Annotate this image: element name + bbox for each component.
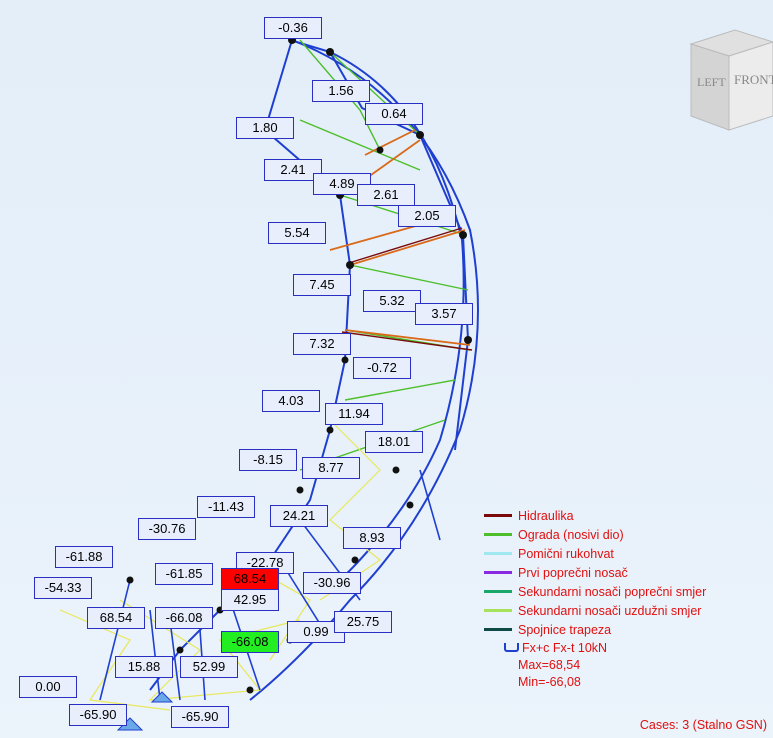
legend: Hidraulika Ograda (nosivi dio) Pomični r…: [484, 506, 706, 690]
legend-label: Sekundarni nosači uzdužni smjer: [518, 603, 702, 618]
support-icon: [116, 691, 174, 731]
result-label: 3.57: [415, 303, 473, 325]
legend-label: Ograda (nosivi dio): [518, 527, 624, 542]
legend-swatch: [484, 590, 512, 593]
result-label: 11.94: [325, 403, 383, 425]
result-label: 2.41: [264, 159, 322, 181]
result-label: 8.77: [302, 457, 360, 479]
result-label: -65.90: [69, 704, 127, 726]
result-label: 1.80: [236, 117, 294, 139]
result-label: 5.54: [268, 222, 326, 244]
result-label: 52.99: [180, 656, 238, 678]
legend-label: Pomični rukohvat: [518, 546, 614, 561]
legend-item: Sekundarni nosači poprečni smjer: [484, 582, 706, 601]
result-label: 2.05: [398, 205, 456, 227]
result-label: -61.85: [155, 563, 213, 585]
result-label: 15.88: [115, 656, 173, 678]
result-label: 4.03: [262, 390, 320, 412]
result-label: -66.08: [155, 607, 213, 629]
legend-swatch: [484, 552, 512, 555]
legend-item: Prvi poprečni nosač: [484, 563, 706, 582]
min-value: Min=-66,08: [518, 674, 581, 689]
force-label: Fx+c Fx-t 10kN: [522, 640, 608, 655]
result-label: -61.88: [55, 546, 113, 568]
result-label: -11.43: [197, 496, 255, 518]
legend-item: Pomični rukohvat: [484, 544, 706, 563]
result-label: 1.56: [312, 80, 370, 102]
legend-label: Prvi poprečni nosač: [518, 565, 628, 580]
legend-label: Sekundarni nosači poprečni smjer: [518, 584, 707, 599]
legend-label: Hidraulika: [518, 508, 574, 523]
result-label: 2.61: [357, 184, 415, 206]
result-label: 0.64: [365, 103, 423, 125]
result-label: 8.93: [343, 527, 401, 549]
min-value-label: -66.08: [221, 631, 279, 653]
result-label: 0.00: [19, 676, 77, 698]
force-diagram-icon: [504, 643, 519, 652]
result-label: 18.01: [365, 431, 423, 453]
legend-swatch: [484, 514, 512, 517]
result-label: -0.36: [264, 17, 322, 39]
force-legend: Fx+c Fx-t 10kN: [484, 639, 706, 656]
legend-item: Sekundarni nosači uzdužni smjer: [484, 601, 706, 620]
result-label: -65.90: [171, 706, 229, 728]
legend-item: Spojnice trapeza: [484, 620, 706, 639]
max-value: Max=68,54: [518, 657, 581, 672]
legend-swatch: [484, 628, 512, 631]
result-label: -8.15: [239, 449, 297, 471]
max-value-label: 68.54: [221, 568, 279, 590]
result-label: 42.95: [221, 589, 279, 611]
viewcube-front-label: FRONT: [734, 72, 773, 87]
result-label: 68.54: [87, 607, 145, 629]
legend-label: Spojnice trapeza: [518, 622, 612, 637]
viewcube-left-label: LEFT: [697, 75, 726, 89]
load-case-indicator: Cases: 3 (Stalno GSN): [639, 718, 767, 732]
result-label: 25.75: [334, 611, 392, 633]
result-label: 24.21: [270, 505, 328, 527]
legend-swatch: [484, 533, 512, 536]
legend-swatch: [484, 609, 512, 612]
legend-item: Ograda (nosivi dio): [484, 525, 706, 544]
result-label: 7.45: [293, 274, 351, 296]
result-label: -54.33: [34, 577, 92, 599]
result-label: 0.99: [287, 621, 345, 643]
legend-item: Hidraulika: [484, 506, 706, 525]
result-label: -30.96: [303, 572, 361, 594]
result-label: -0.72: [353, 357, 411, 379]
result-label: -30.76: [138, 518, 196, 540]
legend-swatch: [484, 571, 512, 574]
result-label: 5.32: [363, 290, 421, 312]
view-cube[interactable]: LEFT FRONT: [677, 28, 773, 132]
result-label: 7.32: [293, 333, 351, 355]
